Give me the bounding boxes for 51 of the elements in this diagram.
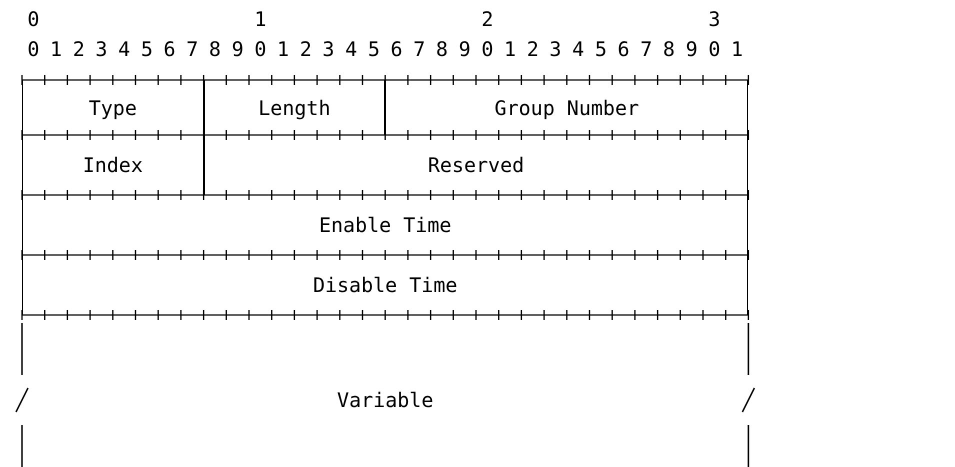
field-label: Group Number	[494, 96, 640, 120]
bit-number: 0	[708, 38, 720, 60]
field-box	[22, 80, 204, 135]
bit-decade-number: 0	[27, 8, 40, 30]
field-label: Length	[258, 96, 331, 120]
bit-number: 4	[345, 38, 358, 60]
bit-number: 1	[731, 38, 744, 60]
field-label: Variable	[337, 388, 434, 412]
bit-number: 3	[549, 38, 562, 60]
bit-number: 4	[572, 38, 584, 60]
bit-number: 1	[50, 38, 62, 60]
bit-number: 9	[458, 38, 471, 60]
bit-number: 2	[72, 38, 85, 60]
bit-number: 5	[594, 38, 607, 60]
bit-number: 9	[686, 38, 698, 60]
bit-number: 9	[232, 38, 244, 60]
field-box	[385, 80, 748, 135]
bit-number: 0	[254, 38, 266, 60]
bit-number: 0	[481, 38, 494, 60]
bit-decade-number: 2	[481, 8, 494, 30]
bit-number: 6	[390, 38, 403, 60]
bit-number: 2	[300, 38, 312, 60]
bit-number: 2	[526, 38, 539, 60]
field-box	[22, 195, 748, 255]
field-label: Index	[82, 153, 143, 177]
bit-number: 6	[618, 38, 630, 60]
bit-number: 0	[27, 38, 40, 60]
bit-number: 5	[368, 38, 380, 60]
bit-number: 8	[662, 38, 675, 60]
bit-number: 7	[186, 38, 198, 60]
bit-number: 3	[322, 38, 334, 60]
bit-number: 4	[118, 38, 130, 60]
field-label: Disable Time	[312, 273, 458, 297]
bit-number: 3	[95, 38, 108, 60]
field-label: Type	[88, 96, 137, 120]
field-label: Enable Time	[318, 213, 452, 237]
field-box	[22, 255, 748, 315]
bit-number: 8	[208, 38, 221, 60]
field-label: Reserved	[428, 153, 524, 177]
bit-number: 8	[436, 38, 448, 60]
field-box	[22, 135, 204, 195]
bit-number: 7	[413, 38, 426, 60]
bit-number: 1	[504, 38, 516, 60]
bit-number: 7	[640, 38, 652, 60]
bit-number: 1	[277, 38, 290, 60]
field-box	[204, 80, 386, 135]
bit-decade-number: 1	[254, 8, 266, 30]
bit-number: 6	[164, 38, 176, 60]
bit-number: 5	[140, 38, 153, 60]
bit-decade-number: 3	[708, 8, 720, 30]
field-box	[204, 135, 748, 195]
